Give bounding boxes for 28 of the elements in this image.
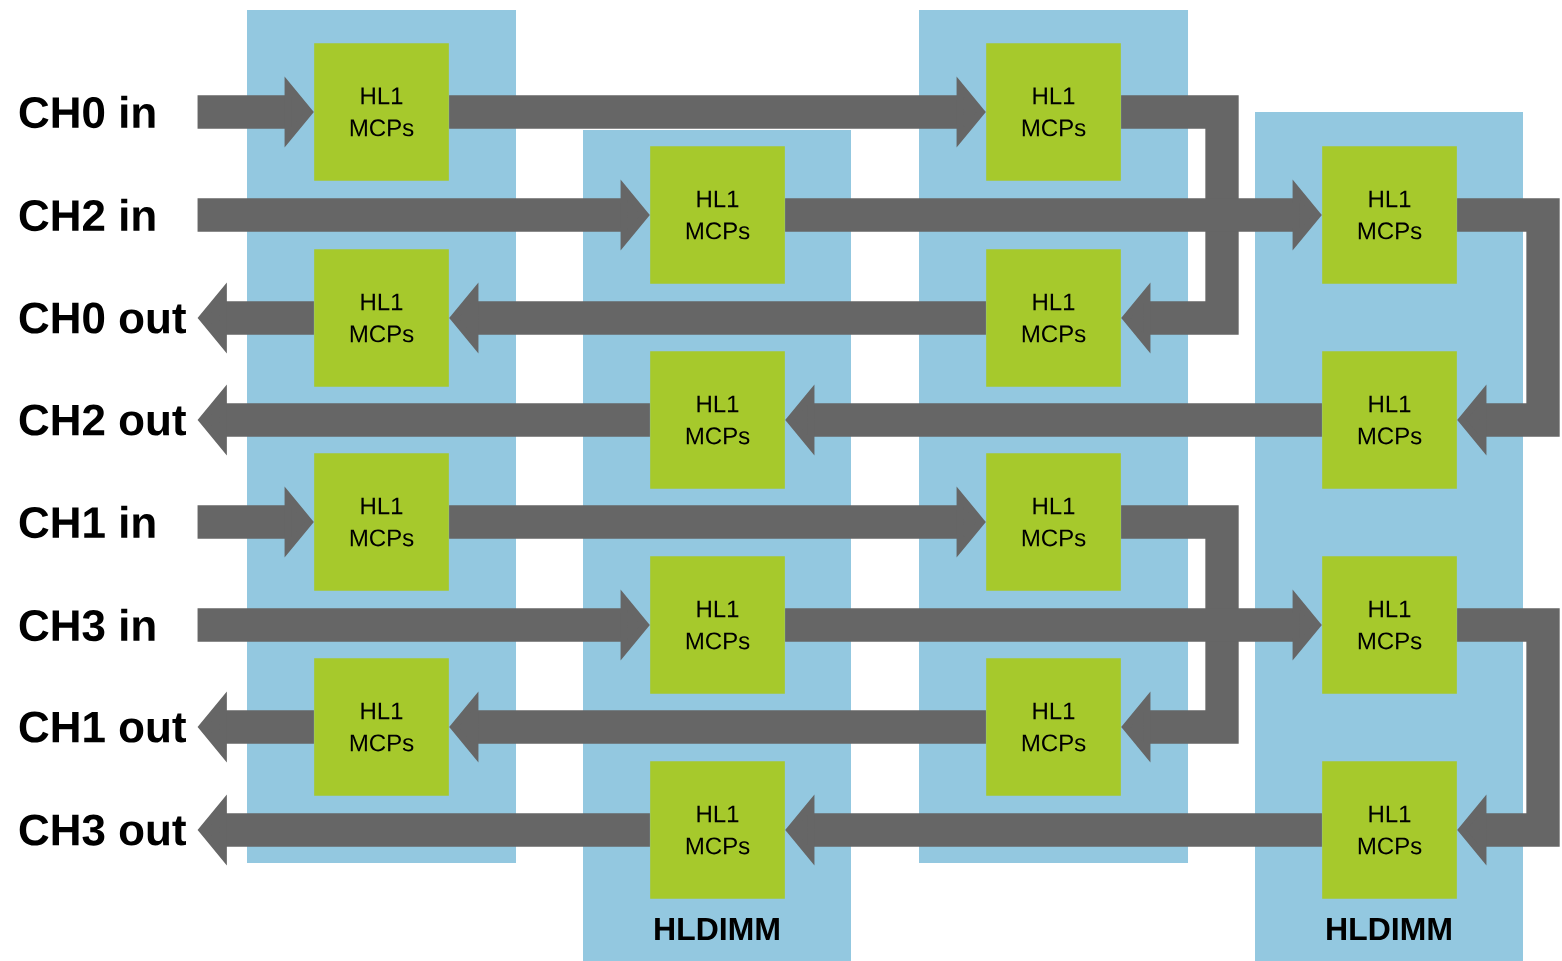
mcp-box: HL1 MCPs	[314, 43, 449, 181]
arrow	[1121, 505, 1239, 763]
channel-label: CH1 out	[19, 711, 186, 743]
arrow	[1457, 198, 1560, 456]
mcp-box: HL1 MCPs	[986, 453, 1121, 591]
mcp-box: HL1 MCPs	[1322, 556, 1457, 694]
channel-label: CH3 in	[19, 608, 155, 642]
mcp-box: HL1 MCPs	[986, 249, 1121, 387]
mcp-box: HL1 MCPs	[1322, 351, 1457, 489]
mcp-box: HL1 MCPs	[1322, 146, 1457, 284]
channel-label: CH1 in	[19, 505, 155, 539]
arrow	[1457, 608, 1560, 866]
mcp-box: HL1 MCPs	[650, 351, 785, 489]
mcp-box: HL1 MCPs	[650, 146, 785, 284]
mcp-box: HL1 MCPs	[986, 658, 1121, 796]
mcp-box: HL1 MCPs	[986, 43, 1121, 181]
channel-label: CH0 out	[19, 302, 186, 334]
mcp-box: HL1 MCPs	[650, 761, 785, 899]
mcp-box: HL1 MCPs	[314, 249, 449, 387]
channel-label: CH2 out	[19, 404, 186, 436]
channel-label: CH3 out	[19, 814, 186, 846]
arrow	[1121, 95, 1239, 354]
mcp-box: HL1 MCPs	[314, 658, 449, 796]
mcp-box: HL1 MCPs	[650, 556, 785, 694]
mcp-box: HL1 MCPs	[314, 453, 449, 591]
channel-label: CH0 in	[19, 95, 155, 129]
channel-label: CH2 in	[19, 198, 155, 232]
mcp-box: HL1 MCPs	[1322, 761, 1457, 899]
